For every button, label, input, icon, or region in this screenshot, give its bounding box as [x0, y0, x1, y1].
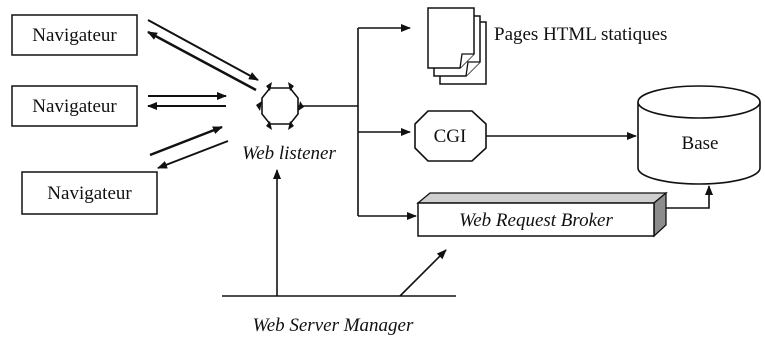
browser-box-3: Navigateur [21, 171, 158, 215]
request-broker-label: Web Request Broker [459, 210, 613, 231]
browser-3-label: Navigateur [47, 183, 132, 204]
browser-box-2: Navigateur [11, 85, 138, 127]
database-cylinder: Base [637, 85, 761, 185]
browser-1-label: Navigateur [32, 25, 117, 46]
arrow-manager-to-broker [399, 249, 447, 297]
cgi-label: CGI [434, 126, 467, 147]
listener-label: Web listener [242, 143, 336, 164]
cgi-node: CGI [414, 110, 487, 162]
browser-2-label: Navigateur [32, 96, 117, 117]
static-pages-icon [427, 7, 487, 85]
arrow-browser3-to-listener [149, 125, 223, 157]
server-manager-label: Web Server Manager [253, 315, 414, 336]
arrow-listener-to-browser3 [157, 140, 229, 169]
arrow-broker-to-database [666, 185, 713, 209]
request-broker-box: Web Request Broker [416, 191, 668, 238]
static-pages-label: Pages HTML statiques [494, 24, 667, 45]
browser-box-1: Navigateur [11, 14, 138, 56]
arrow-browser1-to-listener [147, 19, 259, 81]
arrow-listener-to-browser1 [147, 30, 257, 92]
database-label: Base [682, 133, 719, 154]
listener-icon [256, 82, 304, 130]
